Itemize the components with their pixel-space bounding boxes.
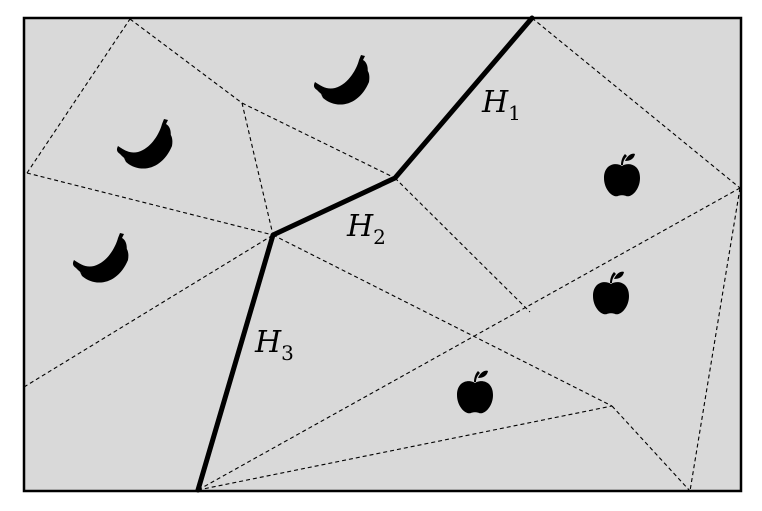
label-h3: H3 — [254, 325, 294, 365]
dashed-line — [241, 102, 396, 179]
dashed-line — [26, 18, 131, 174]
decision-boundary — [195, 15, 535, 493]
dashed-line — [611, 405, 691, 492]
dashed-line — [197, 187, 741, 491]
label-h2: H2 — [346, 209, 386, 249]
dashed-line — [531, 17, 741, 189]
dashed-line — [689, 187, 741, 492]
dashed-line — [241, 102, 274, 236]
dashed-line — [26, 172, 274, 236]
diagram-frame — [22, 16, 743, 493]
dashed-line — [197, 405, 613, 491]
dashed-line — [394, 177, 531, 313]
dashed-line — [272, 234, 613, 407]
label-h1: H1 — [481, 85, 521, 125]
dashed-line — [129, 18, 243, 104]
dashed-region-lines — [23, 17, 741, 492]
